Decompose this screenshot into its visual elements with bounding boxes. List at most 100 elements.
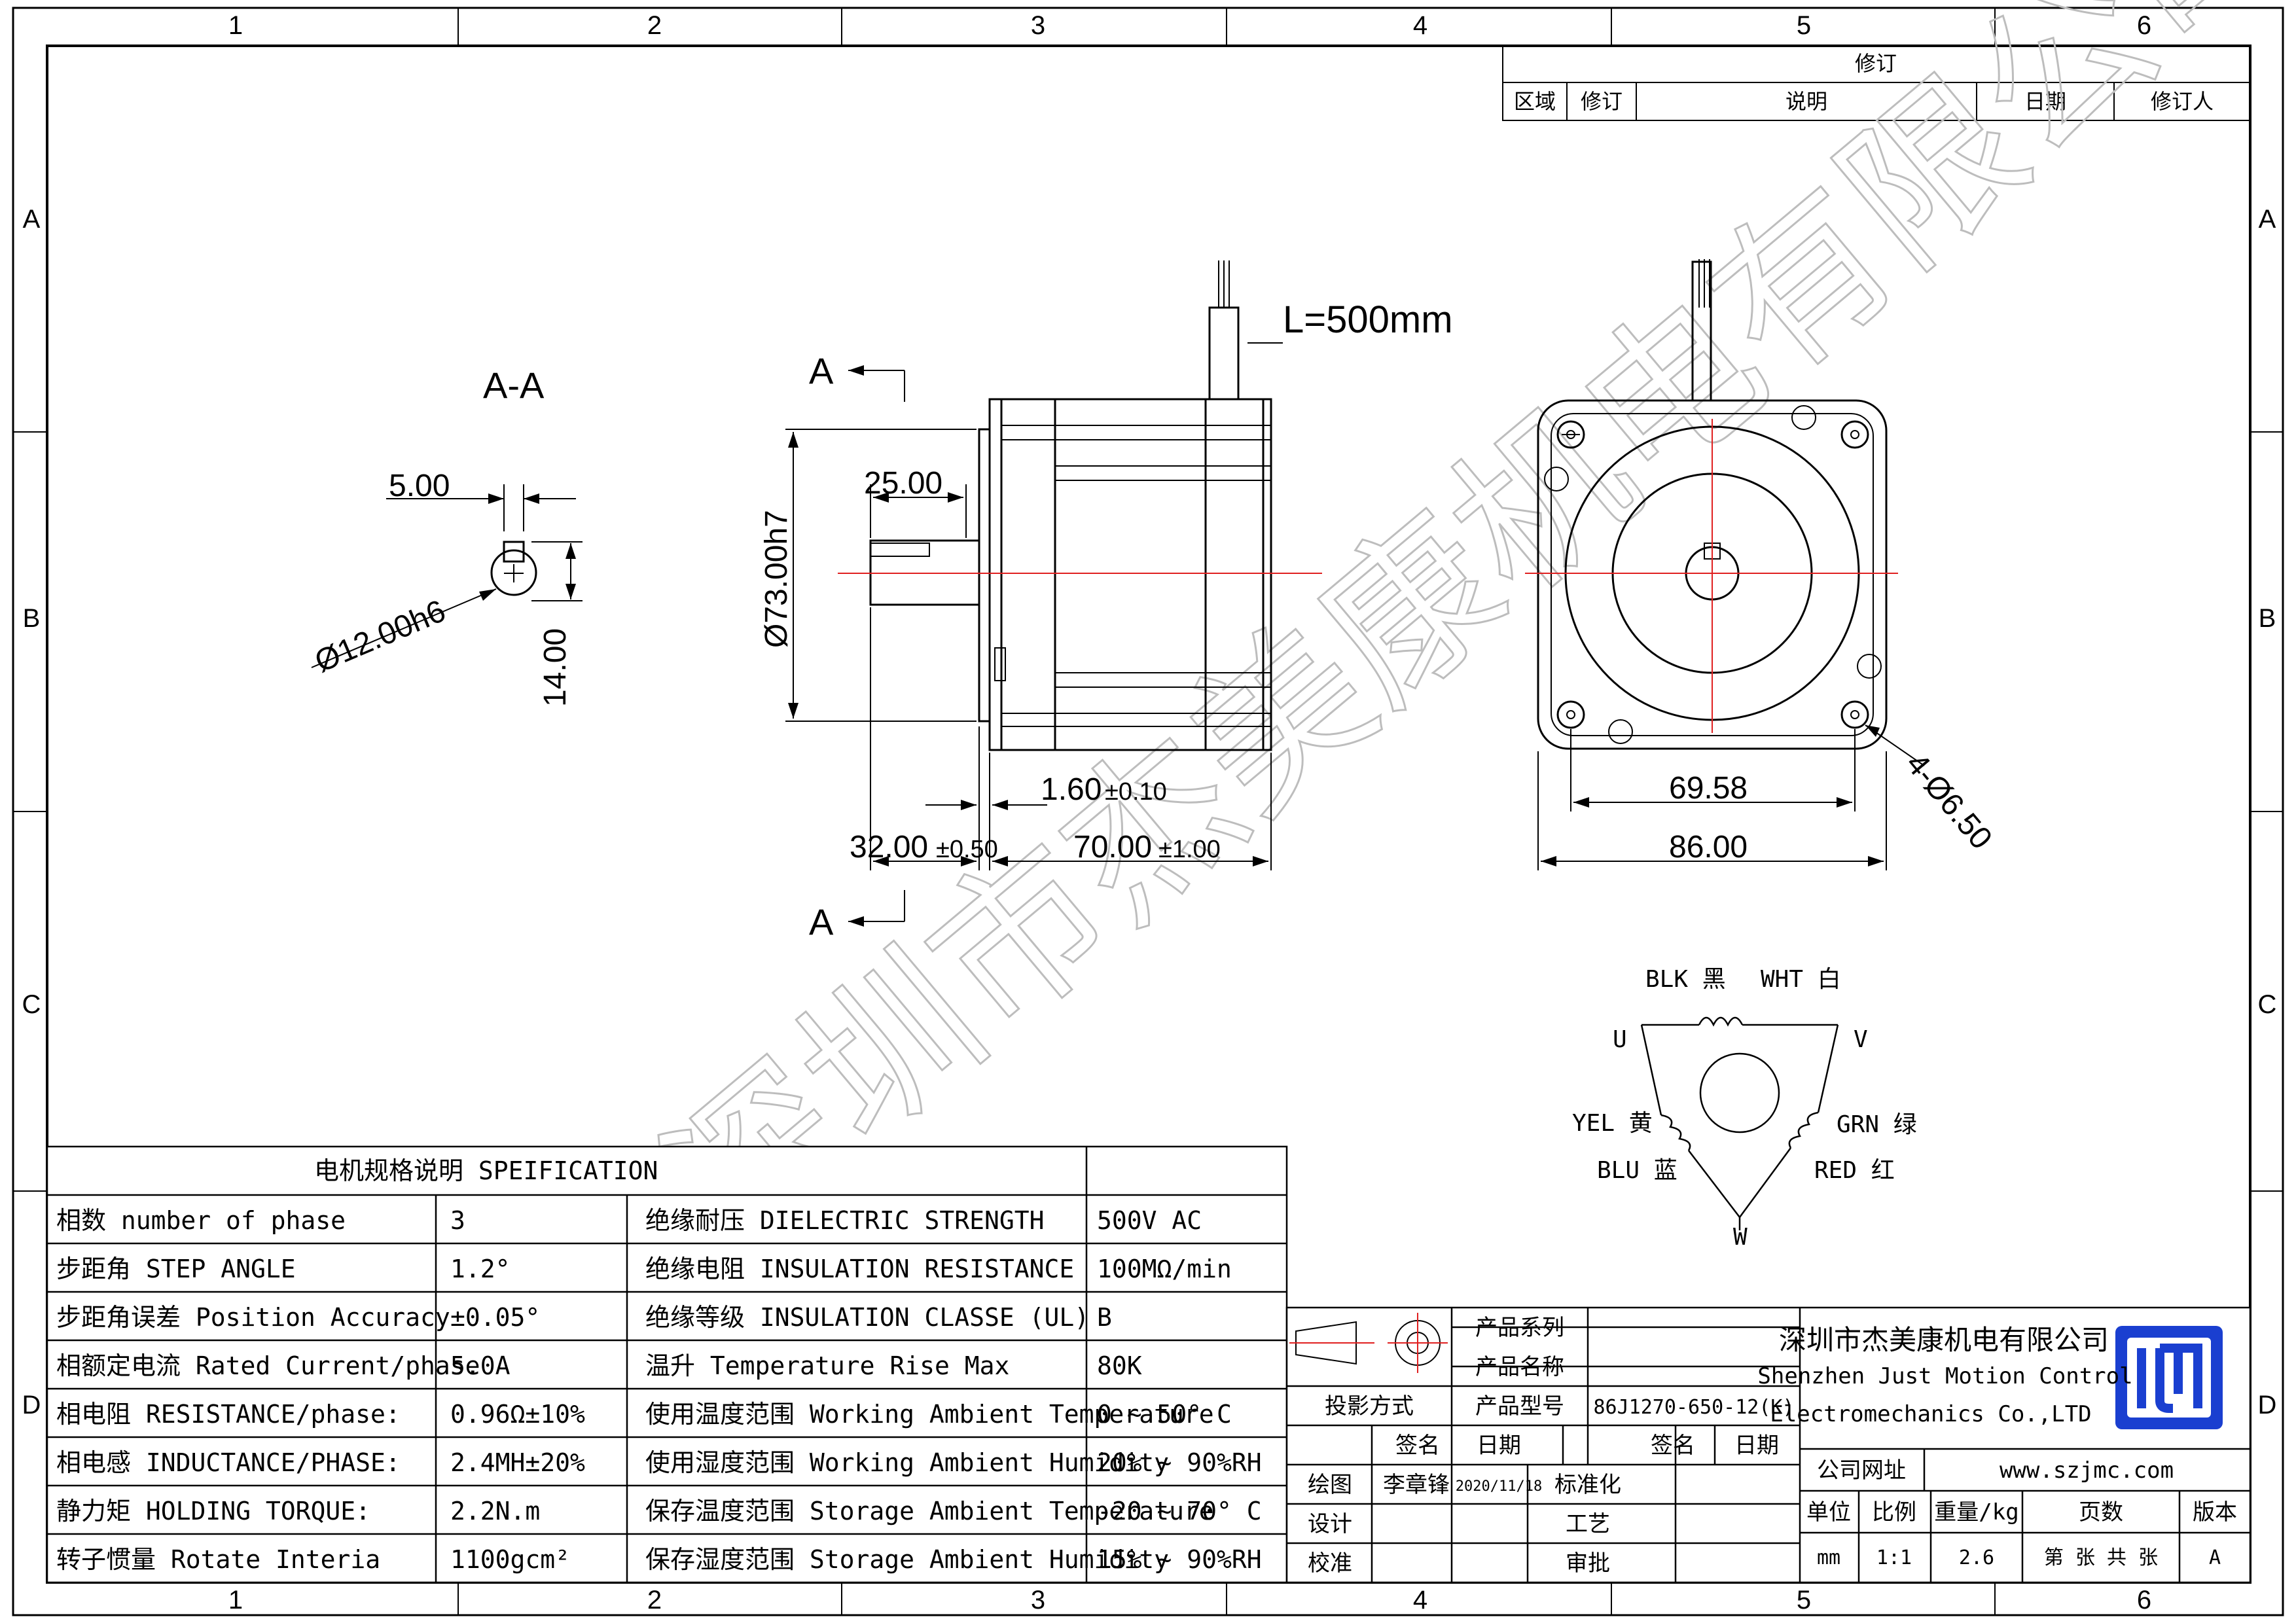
spec-param: 绝缘耐压 DIELECTRIC STRENGTH xyxy=(645,1206,1045,1235)
dim-body-width: 86.00 xyxy=(1669,830,1748,865)
phase-v: V xyxy=(1854,1026,1868,1053)
spec-value: 2.4MH±20% xyxy=(450,1448,585,1477)
wire-blu: BLU 蓝 xyxy=(1597,1157,1677,1184)
dim-body-length: 70.00 xyxy=(1073,830,1152,865)
company-logo-icon xyxy=(2115,1326,2223,1429)
tb-scale: 1:1 xyxy=(1876,1546,1912,1569)
tb-sign-2: 签名 xyxy=(1651,1433,1695,1459)
wire-red: RED 红 xyxy=(1814,1157,1895,1184)
frame-labels: 1 2 3 4 5 6 1 2 3 4 5 6 A B C D A B C D xyxy=(22,11,2277,1614)
spec-param: 静力矩 HOLDING TORQUE: xyxy=(56,1497,370,1525)
spec-param: 温升 Temperature Rise Max xyxy=(645,1351,1009,1380)
tb-product-name: 产品名称 xyxy=(1475,1354,1564,1380)
tb-design: 设计 xyxy=(1308,1511,1352,1537)
dim-flange-thk: 1.60 xyxy=(1041,772,1102,807)
revision-table xyxy=(1502,45,2251,121)
dim-shaft-length: 25.00 xyxy=(864,466,942,501)
spec-param: 相电阻 RESISTANCE/phase: xyxy=(56,1400,401,1429)
row-label: D xyxy=(22,1391,41,1419)
revision-header: 修订人 xyxy=(2151,89,2214,114)
col-label: 6 xyxy=(2137,11,2151,40)
side-view xyxy=(785,260,1283,922)
tb-product-series: 产品系列 xyxy=(1475,1315,1564,1341)
tb-version: A xyxy=(2209,1546,2221,1569)
spec-value: 500V AC xyxy=(1097,1206,1202,1235)
spec-table xyxy=(46,1145,1288,1584)
phase-w: W xyxy=(1733,1224,1748,1251)
section-arrows xyxy=(479,493,576,601)
phase-u: U xyxy=(1613,1026,1627,1053)
spec-value: B xyxy=(1097,1303,1112,1332)
spec-param: 保存湿度范围 Storage Ambient Humidity xyxy=(645,1545,1169,1574)
col-label: 5 xyxy=(1797,11,1811,40)
tb-date-2: 日期 xyxy=(1734,1433,1779,1459)
front-centerlines xyxy=(1525,419,1898,733)
revision-header: 说明 xyxy=(1785,89,1827,114)
tb-check: 校准 xyxy=(1308,1550,1352,1577)
col-label: 3 xyxy=(1031,11,1045,40)
dim-body-length-tol: ±1.00 xyxy=(1158,836,1221,863)
tb-approve: 审批 xyxy=(1566,1550,1610,1577)
dim-flat-height: 14.00 xyxy=(538,628,573,707)
row-label: A xyxy=(23,205,41,234)
wire-wht: WHT 白 xyxy=(1761,966,1841,993)
tb-scale-label: 比例 xyxy=(1872,1499,1916,1525)
wiring-diagram xyxy=(1640,1016,1839,1230)
title-block xyxy=(1285,1306,2251,1584)
projection-centerlines xyxy=(1289,1313,1448,1373)
col-label: 4 xyxy=(1413,11,1427,40)
spec-param: 使用温度范围 Working Ambient Temperature xyxy=(645,1400,1214,1429)
col-label: 1 xyxy=(228,1586,243,1614)
tb-website: www.szjmc.com xyxy=(2000,1457,2174,1484)
tb-company-en-1: Shenzhen Just Motion Control xyxy=(1757,1363,2132,1389)
spec-value: 100MΩ/min xyxy=(1097,1255,1232,1283)
spec-param: 转子惯量 Rotate Interia xyxy=(56,1545,380,1574)
tb-pages-label: 页数 xyxy=(2079,1499,2123,1525)
dim-cable-length: L=500mm xyxy=(1283,298,1453,341)
spec-labels: 电机规格说明 SPEIFICATION 相数 number of phase 3… xyxy=(56,1156,1262,1574)
tb-product-model: 产品型号 xyxy=(1475,1393,1564,1419)
tb-unit: mm xyxy=(1817,1546,1840,1569)
tb-unit-label: 单位 xyxy=(1806,1499,1851,1525)
dim-shaft-total-tol: ±0.50 xyxy=(936,836,998,863)
title-block-labels: 产品系列 产品名称 产品型号 86J1270-650-12(K) 投影方式 签名… xyxy=(1308,1315,2237,1577)
col-label: 6 xyxy=(2137,1586,2151,1614)
wire-blk: BLK 黑 xyxy=(1645,966,1726,993)
spec-title: 电机规格说明 SPEIFICATION xyxy=(314,1156,658,1185)
spec-value: 1.2° xyxy=(450,1255,511,1283)
wire-grn: GRN 绿 xyxy=(1837,1111,1917,1138)
tb-projection: 投影方式 xyxy=(1325,1393,1414,1419)
spec-param: 使用湿度范围 Working Ambient Humidity xyxy=(645,1448,1169,1477)
spec-param: 相额定电流 Rated Current/phase xyxy=(56,1351,480,1380)
row-label: C xyxy=(2258,990,2277,1019)
spec-param: 步距角误差 Position Accuracy xyxy=(56,1303,450,1332)
tb-standard: 标准化 xyxy=(1554,1472,1621,1498)
spec-param: 绝缘电阻 INSULATION RESISTANCE xyxy=(645,1255,1074,1283)
spec-value: 20% ~ 90%RH xyxy=(1097,1448,1262,1477)
revision-header: 日期 xyxy=(2024,89,2066,114)
tb-draw-date: 2020/11/18 xyxy=(1456,1478,1542,1495)
row-label: D xyxy=(2258,1391,2277,1419)
spec-value: -20 ~ 70° C xyxy=(1097,1497,1262,1525)
spec-value: 3 xyxy=(450,1206,465,1235)
tb-process: 工艺 xyxy=(1566,1511,1610,1537)
dim-flange-thk-tol: ±0.10 xyxy=(1105,778,1167,806)
dim-shaft-dia: Ø12.00h6 xyxy=(310,594,451,679)
tb-weight: 2.6 xyxy=(1959,1546,1994,1569)
spec-param: 保存温度范围 Storage Ambient Temperature xyxy=(645,1497,1214,1525)
col-label: 2 xyxy=(647,11,662,40)
side-labels: L=500mm A A Ø73.00h7 25.00 1.60 ±0.10 32… xyxy=(759,298,1453,942)
spec-value: 5.0A xyxy=(450,1351,511,1380)
spec-param: 相数 number of phase xyxy=(56,1206,346,1235)
dim-shaft-total: 32.00 xyxy=(850,830,928,865)
revision-labels: 修订 区域 修订 说明 日期 修订人 xyxy=(1514,51,2214,114)
watermark: 深圳市杰美康机电有限公司 xyxy=(632,0,2296,1287)
spec-value: 0 ~ 50° C xyxy=(1097,1400,1232,1429)
dim-key-width: 5.00 xyxy=(389,469,450,503)
tb-company-en-2: Electromechanics Co.,LTD xyxy=(1770,1401,2091,1427)
tb-date: 日期 xyxy=(1477,1433,1521,1459)
tb-version-label: 版本 xyxy=(2193,1499,2237,1525)
row-label: B xyxy=(2259,604,2276,633)
revision-header: 修订 xyxy=(1581,89,1623,114)
